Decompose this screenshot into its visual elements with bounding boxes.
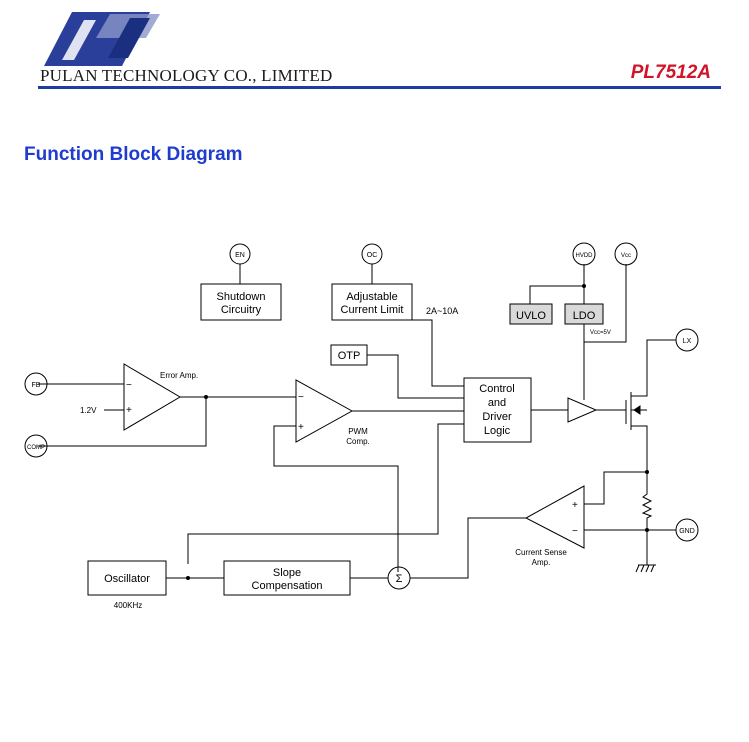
pwm-plus: +	[298, 422, 304, 433]
adjustable-current-limit-block	[331, 283, 413, 321]
adjustable-label-2: Current Limit	[341, 304, 404, 316]
current-sense-amp	[524, 485, 585, 549]
oscillator-block	[87, 560, 167, 596]
error-amp-minus: −	[126, 380, 132, 391]
cs-minus: −	[572, 526, 578, 537]
shutdown-label-2: Circuitry	[221, 304, 262, 316]
slope-label-1: Slope	[273, 567, 301, 579]
cs-plus: +	[572, 500, 578, 511]
pin-comp	[24, 434, 48, 458]
otp-label: OTP	[338, 350, 361, 362]
vref-label: 1.2V	[80, 406, 97, 415]
pin-fb	[24, 372, 48, 396]
pin-gnd-label: GND	[679, 528, 695, 535]
sum-symbol: Σ	[396, 573, 403, 585]
section-title: Function Block Diagram	[24, 144, 243, 165]
control-label-4: Logic	[484, 425, 511, 437]
oscillator-label: Oscillator	[104, 573, 150, 585]
pwm-label-2: Comp.	[346, 437, 370, 446]
pin-vcc-label: Vcc	[621, 253, 631, 259]
pin-lx-label: LX	[683, 338, 692, 345]
current-sense-label-2: Amp.	[532, 558, 551, 567]
pin-oc-label: OC	[367, 252, 378, 259]
pin-oc	[361, 243, 383, 265]
pwm-minus: −	[298, 392, 304, 403]
sum-node	[387, 566, 411, 590]
slope-compensation-block	[223, 560, 351, 596]
control-label-2: and	[488, 397, 506, 409]
vcc-note: Vcc=5V	[590, 330, 611, 336]
shutdown-block	[200, 283, 282, 321]
uvlo-block	[509, 303, 553, 325]
adjustable-label-1: Adjustable	[346, 291, 397, 303]
shutdown-label-1: Shutdown	[217, 291, 266, 303]
uvlo-label: UVLO	[516, 310, 546, 322]
error-amp-plus: +	[126, 405, 132, 416]
current-sense-label-1: Current Sense	[515, 548, 567, 557]
ldo-label: LDO	[573, 310, 596, 322]
header-rule	[38, 86, 721, 89]
otp-block	[330, 344, 368, 366]
pin-hvdd-label: HVDD	[575, 253, 593, 259]
pin-fb-label: FB	[32, 382, 41, 389]
control-label-1: Control	[479, 383, 514, 395]
company-name: PULAN TECHNOLOGY CO., LIMITED	[40, 66, 333, 85]
pwm-label-1: PWM	[348, 427, 368, 436]
pin-hvdd	[572, 242, 596, 266]
ldo-block	[564, 303, 604, 325]
control-logic-block	[463, 377, 532, 443]
pin-en-label: EN	[235, 252, 245, 259]
error-amp-label: Error Amp.	[160, 371, 198, 380]
part-number: PL7512A	[630, 62, 711, 83]
pin-comp-label: COMP	[27, 445, 45, 451]
control-label-3: Driver	[482, 411, 512, 423]
pin-lx	[675, 328, 699, 352]
error-amp	[123, 363, 181, 431]
pin-en	[229, 243, 251, 265]
pin-vcc	[614, 242, 638, 266]
pin-gnd	[675, 518, 699, 542]
pwm-comparator	[295, 379, 354, 443]
driver-buffer	[567, 397, 598, 423]
oscillator-frequency: 400KHz	[114, 601, 142, 610]
current-range-label: 2A~10A	[426, 306, 458, 316]
slope-label-2: Compensation	[252, 580, 323, 592]
